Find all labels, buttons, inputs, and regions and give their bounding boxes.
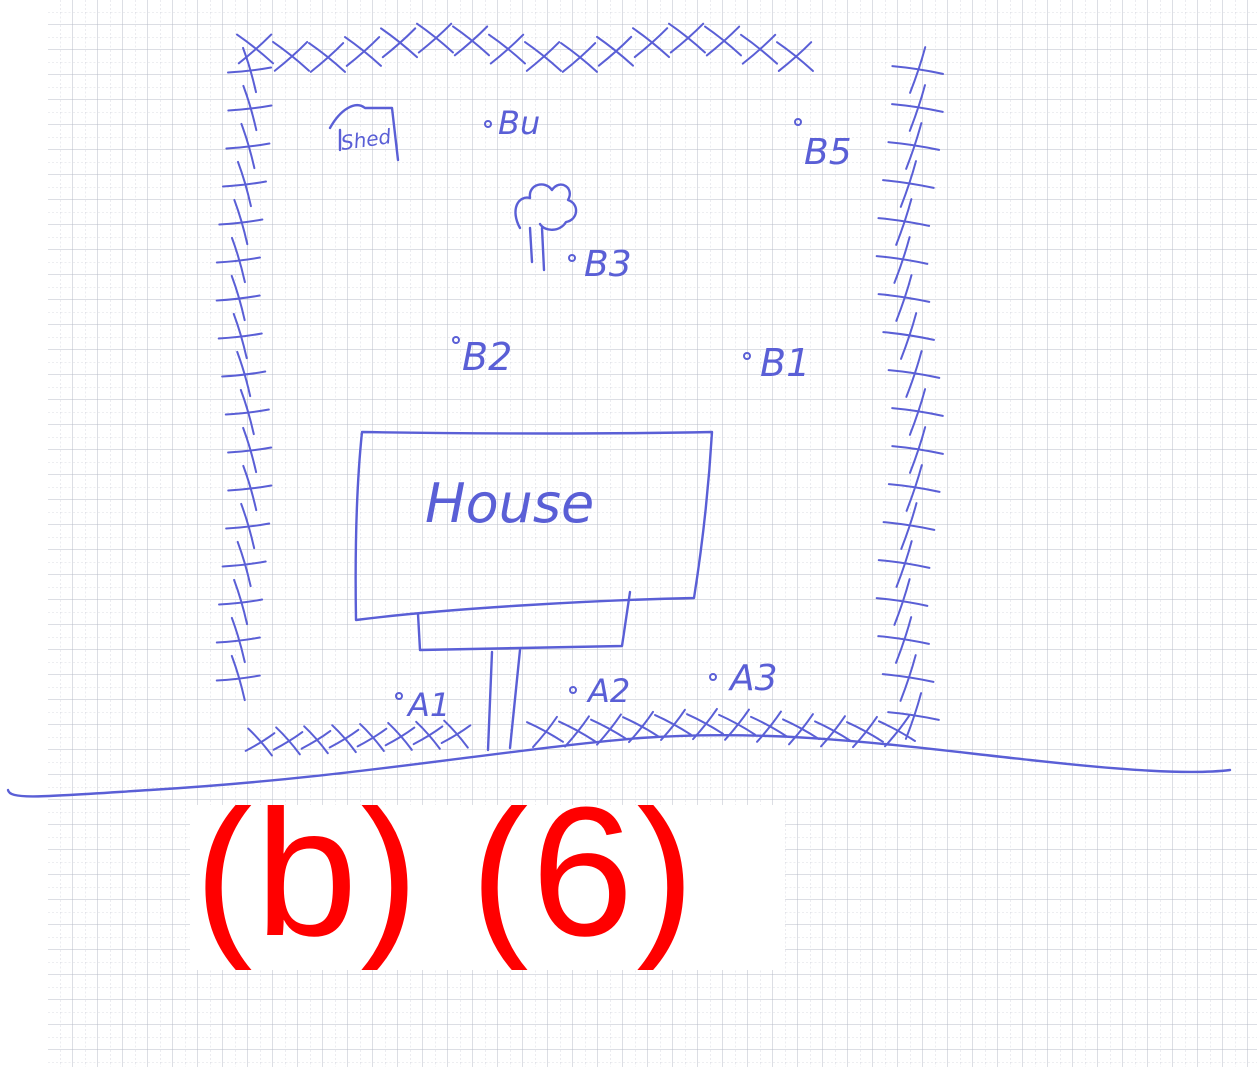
fence-cross [380, 27, 418, 59]
fence-cross [882, 502, 936, 550]
fence-cross [272, 726, 304, 756]
fence-cross [875, 578, 929, 626]
fence-cross [881, 654, 935, 702]
fence-cross [344, 36, 382, 67]
fence-cross [875, 236, 929, 284]
fence-hedge [215, 22, 944, 757]
fence-cross [221, 160, 267, 208]
fence-cross [227, 84, 273, 132]
fence-cross [224, 388, 270, 436]
property-outline [6, 104, 1232, 798]
fence-cross [218, 578, 264, 626]
label-b2: B2 [462, 335, 512, 379]
fence-cross [887, 350, 941, 398]
fence-cross [227, 464, 273, 512]
fence-cross [596, 35, 634, 67]
fence-cross [704, 25, 742, 57]
fence-cross [226, 46, 273, 94]
fence-cross [560, 42, 598, 73]
fence-cross [221, 350, 267, 398]
fence-cross [814, 715, 852, 748]
fence-cross [236, 33, 274, 65]
fence-cross [882, 312, 935, 360]
house-outline [354, 430, 714, 622]
label-a1: A1 [406, 686, 450, 724]
fence-cross [225, 502, 271, 550]
house-label: House [425, 472, 594, 535]
shed-symbol [328, 104, 400, 162]
road-line [6, 733, 1232, 798]
fence-cross [384, 721, 416, 751]
fence-cross [215, 274, 261, 322]
label-a2: A2 [586, 672, 630, 710]
fence-cross [308, 42, 346, 73]
fence-cross [877, 198, 931, 246]
fence-cross [882, 160, 935, 208]
point-a2 [569, 686, 577, 694]
sample-points [395, 118, 802, 700]
figure-caption: (b) (6) [194, 805, 695, 970]
point-b5 [794, 118, 802, 126]
fence-cross [891, 46, 944, 94]
fence-cross [718, 708, 756, 741]
fence-cross [244, 727, 276, 757]
fence-cross [776, 41, 814, 72]
fence-cross [846, 715, 884, 749]
point-a3 [709, 673, 717, 681]
fence-cross [218, 198, 264, 246]
fence-cross [221, 540, 267, 588]
driveway-right [508, 648, 522, 750]
fence-cross [740, 33, 778, 65]
fence-cross [488, 33, 526, 65]
fence-cross [782, 713, 820, 746]
fence-cross [215, 654, 261, 702]
tree-symbol [514, 183, 578, 272]
fence-cross [416, 22, 454, 54]
caption-box: (b) (6) [190, 805, 785, 970]
fence-cross [887, 464, 941, 512]
fence-cross [227, 426, 273, 474]
fence-cross [632, 27, 670, 59]
fence-cross [558, 715, 596, 748]
fence-cross [225, 122, 271, 170]
fence-cross [524, 41, 562, 72]
fence-cross [412, 720, 444, 750]
label-a3: A3 [728, 658, 778, 699]
label-b1: B1 [760, 341, 810, 385]
fence-cross [750, 710, 788, 743]
point-b3 [568, 254, 576, 262]
fence-cross [887, 692, 940, 740]
point-b2 [452, 336, 460, 344]
fence-cross [452, 25, 490, 57]
porch-outline [416, 590, 632, 652]
point-b1 [743, 352, 751, 360]
fence-cross [891, 388, 944, 436]
point-b4 [484, 120, 492, 128]
fence-cross [526, 715, 564, 749]
label-b5: B5 [804, 132, 852, 173]
fence-cross [877, 616, 930, 664]
label-b3: B3 [584, 244, 632, 285]
fence-cross [877, 540, 931, 588]
driveway-left [486, 650, 494, 752]
fence-cross [877, 274, 931, 322]
fence-cross [217, 312, 263, 360]
fence-cross [328, 724, 360, 754]
point-a1 [395, 692, 403, 700]
fence-cross [668, 22, 706, 54]
fence-cross [356, 723, 388, 752]
fence-cross [891, 426, 944, 474]
fence-cross [215, 616, 261, 664]
fence-cross [215, 236, 261, 284]
fence-cross [300, 725, 332, 755]
fence-cross [887, 122, 941, 170]
fence-cross [891, 84, 944, 132]
label-b4: Bu [498, 104, 540, 142]
fence-cross [272, 40, 310, 72]
fence-cross [440, 719, 472, 749]
